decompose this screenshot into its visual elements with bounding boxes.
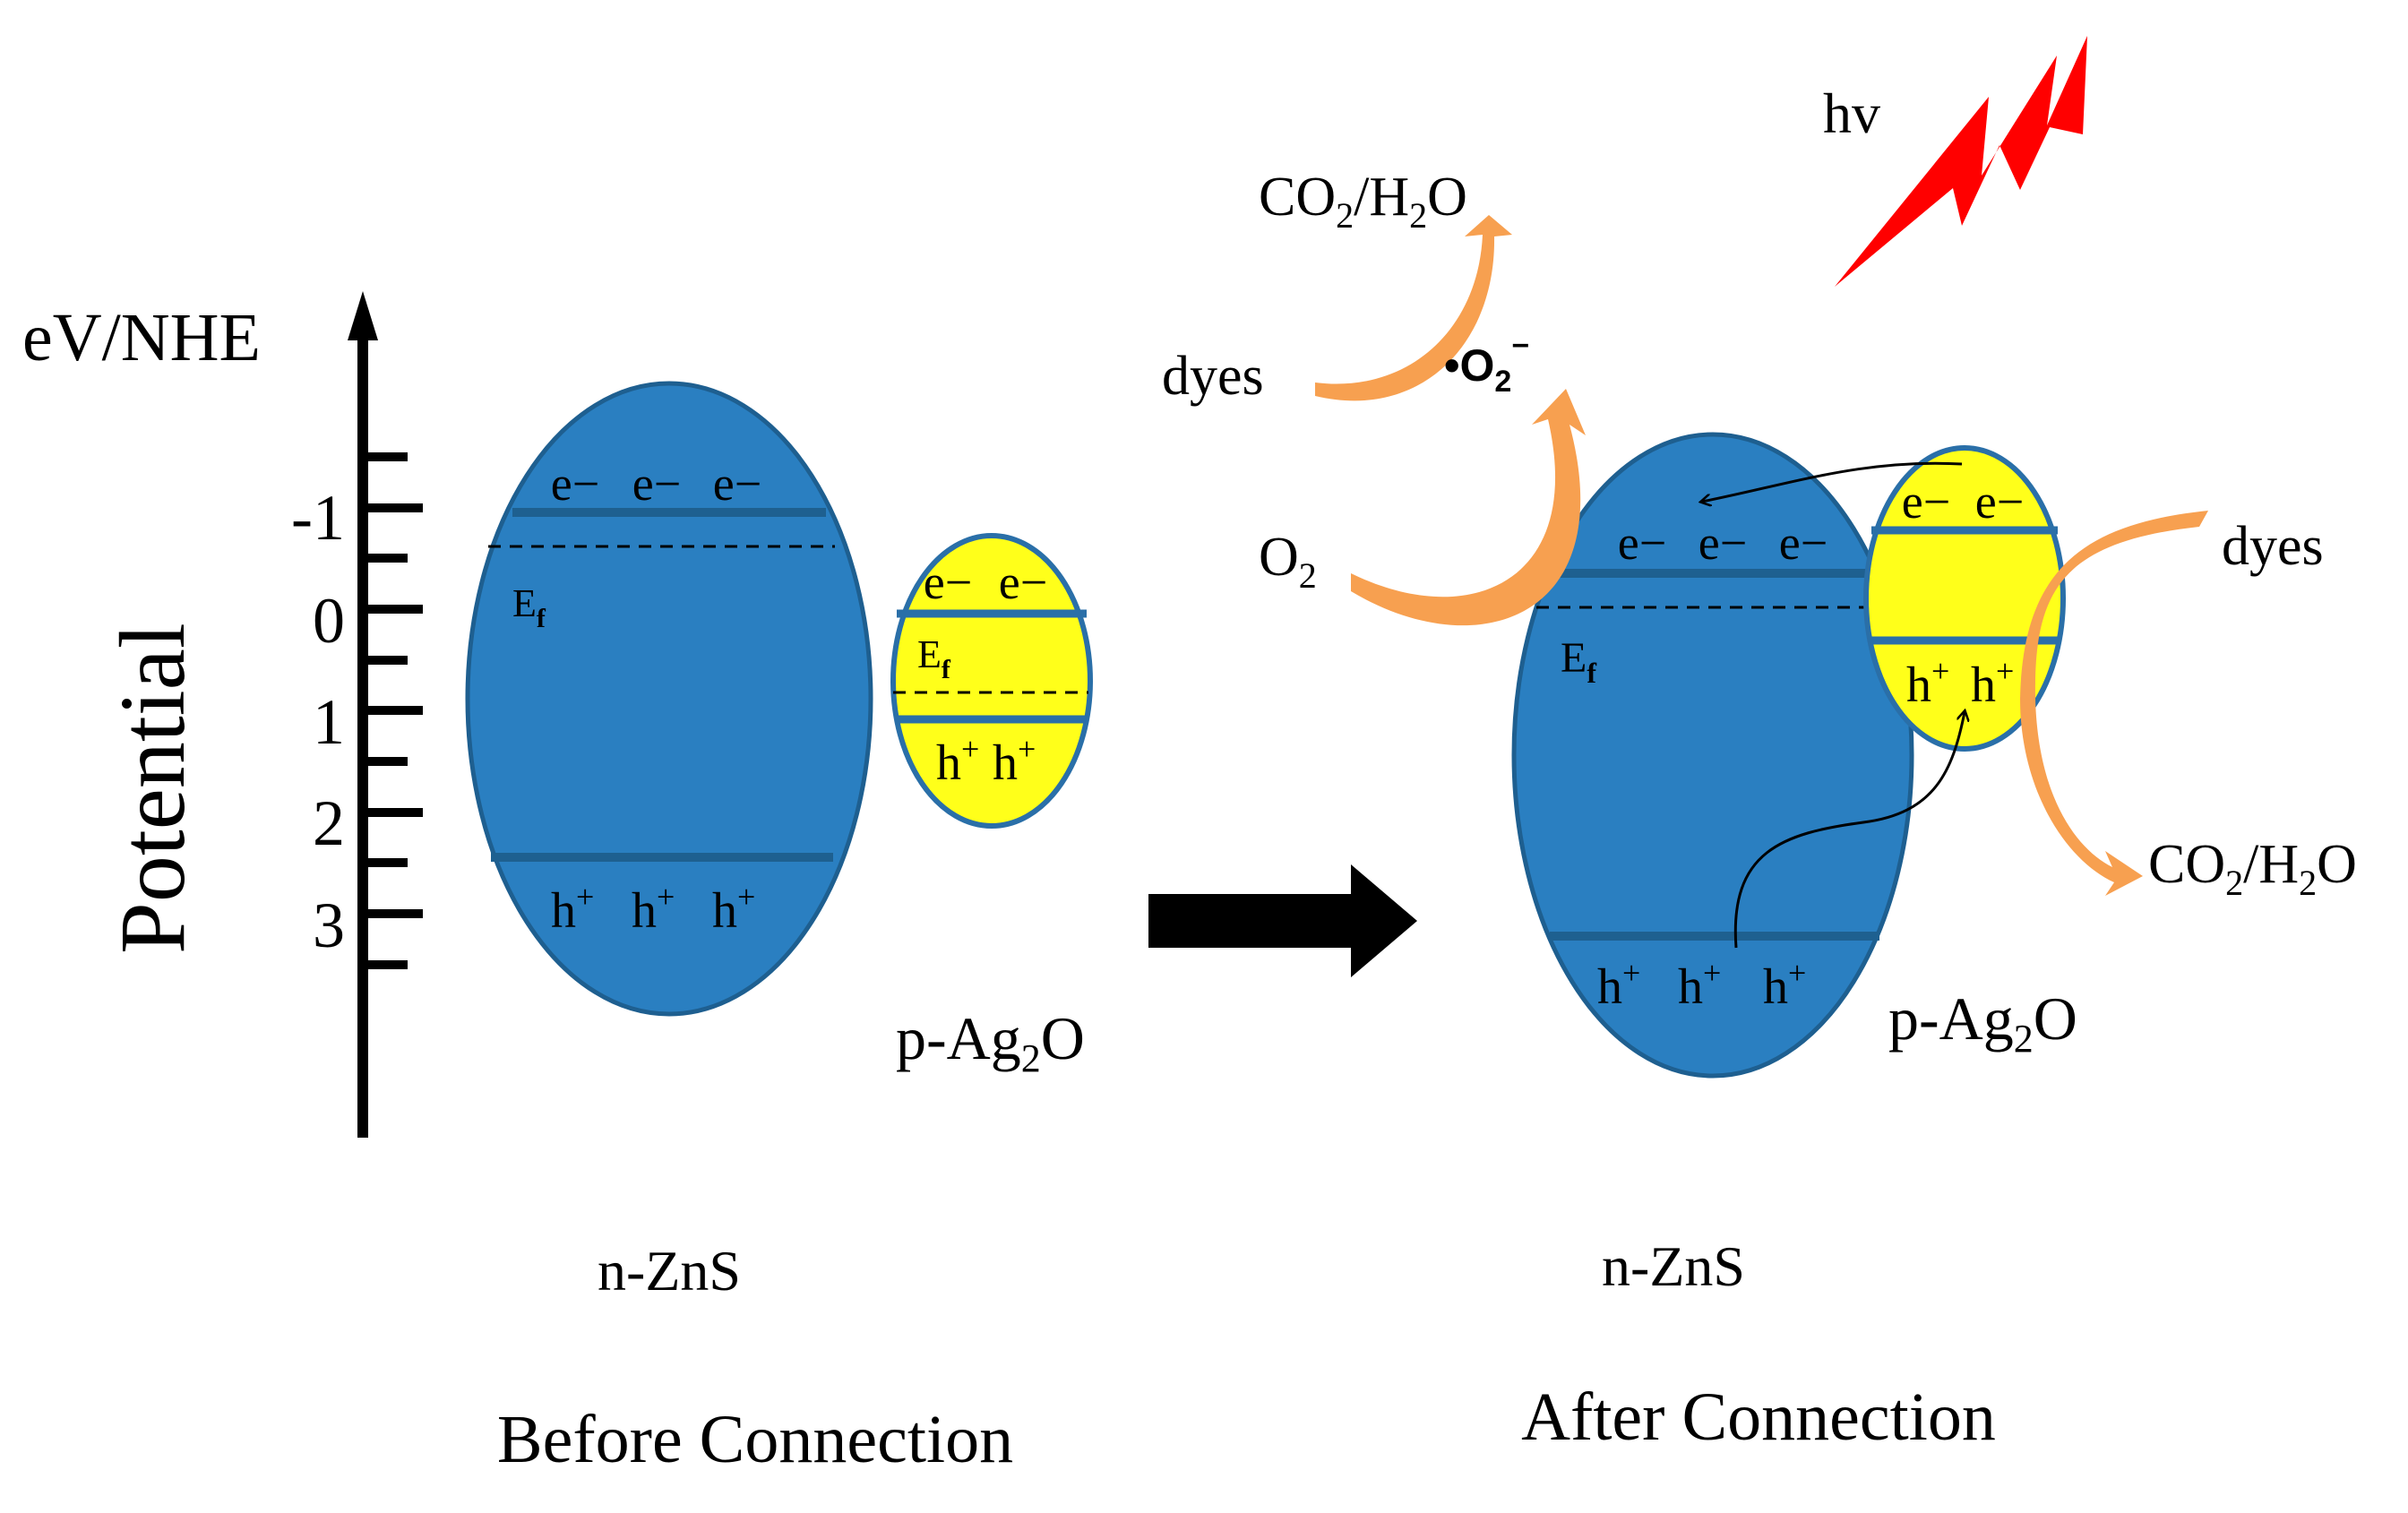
before-ag2o: e− e− Ef h+ h+ p-Ag2O [890,533,1093,1080]
dyes-label-top: dyes [1162,346,1264,407]
hole-label: h+ [936,731,979,791]
product-label-top: CO2/H2O [1259,167,1467,236]
zns-particle [1511,432,1914,1079]
electron-label: e− [551,457,599,511]
after-zns: e− e− e− Ef h+ h+ h+ n-ZnS [1511,432,2051,1298]
hole-label: h+ [632,879,675,939]
electron-label: e− [924,555,972,609]
ag2o-label: p-Ag2O [896,1004,1085,1080]
ag2o-particle [890,533,1093,829]
axis-unit-label: eV/NHE [22,300,261,375]
up-arrow-icon [348,291,378,340]
lightning-bolt-icon [1835,36,2087,287]
hole-label: h+ [993,731,1036,791]
electron-label: e− [1779,516,1828,570]
product-label-right: CO2/H2O [2148,834,2357,903]
electron-label: e− [999,555,1047,609]
ag2o-label: p-Ag2O [1888,984,2077,1061]
right-arrow-icon [1148,864,1417,977]
zns-label: n-ZnS [598,1239,741,1302]
oxygen-reduction-arrow [1351,389,1586,626]
caption-before: Before Connection [497,1402,1013,1477]
superoxide-label: •O2− [1444,329,1529,399]
hole-label: h+ [1678,955,1721,1015]
axis-title: Potential [101,623,204,954]
hole-label: h+ [712,879,755,939]
fermi-label: Ef [1561,634,1596,689]
after-ag2o: e− e− h+ h+ p-Ag2O [1863,445,2077,1061]
electron-label: e− [632,457,681,511]
tick-label: 2 [313,787,345,859]
fermi-label: Ef [917,632,951,684]
before-zns: e− e− e− Ef h+ h+ h+ n-ZnS [465,381,873,1302]
electron-label: e− [1698,516,1747,570]
hole-label: h+ [551,879,594,939]
dyes-degradation-arrow [1315,215,1512,401]
ag2o-particle [1863,445,2066,752]
caption-after: After Connection [1521,1380,1996,1455]
electron-label: e− [1975,475,2024,529]
zns-label: n-ZnS [1602,1234,1745,1298]
tick-label: 0 [313,585,345,657]
tick-label: -1 [291,482,345,554]
hole-label: h+ [1971,653,2014,713]
electron-label: e− [713,457,761,511]
hole-transfer-arrow [1733,712,1965,949]
oxygen-label: O2 [1259,527,1317,596]
hole-label: h+ [1906,653,1949,713]
hole-label: h+ [1597,955,1640,1015]
tick-label: 3 [313,890,345,961]
light-label: hv [1823,82,1880,145]
dyes-label-right: dyes [2222,516,2324,577]
fermi-label: Ef [512,581,546,633]
potential-axis: eV/NHE -1 0 1 2 3 Potential [22,291,423,1138]
electron-label: e− [1902,475,1950,529]
tick-label: 1 [313,686,345,758]
hole-label: h+ [1763,955,1806,1015]
electron-label: e− [1618,516,1666,570]
electron-transfer-arrow [1702,461,1963,502]
